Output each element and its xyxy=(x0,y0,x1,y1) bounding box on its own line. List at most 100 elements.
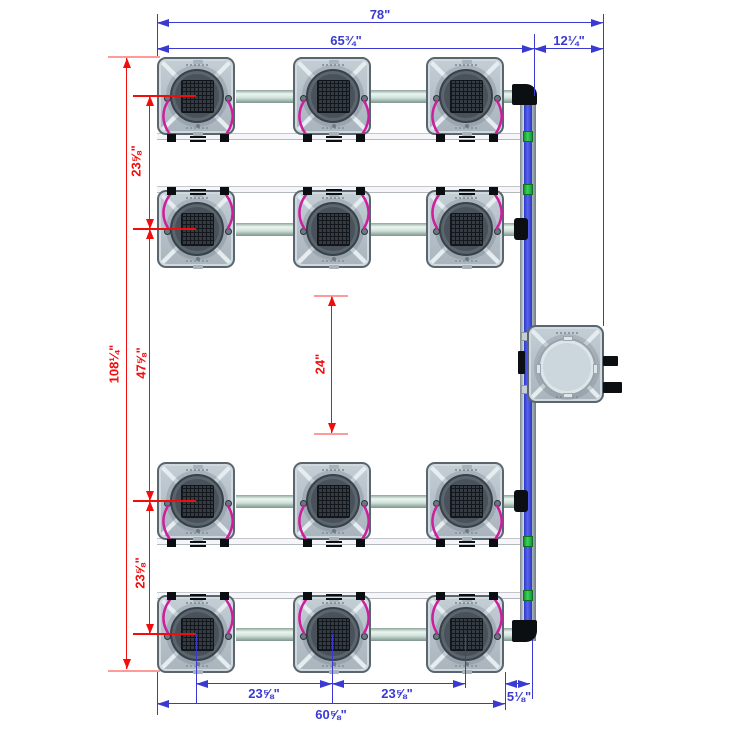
net-pot-mesh xyxy=(450,618,483,651)
rail-clamp xyxy=(326,189,342,191)
reservoir-brand-mark xyxy=(556,332,580,334)
connector-pipe xyxy=(236,223,293,236)
green-tee-fitting xyxy=(523,590,533,601)
pot-lid-notch xyxy=(193,537,203,541)
right-hose xyxy=(490,504,503,545)
net-pot-mesh xyxy=(450,213,483,246)
green-tee-fitting xyxy=(523,536,533,547)
pot-brand-mark xyxy=(186,260,210,262)
pot-brand-mark xyxy=(322,197,346,199)
rail-clamp xyxy=(326,136,342,138)
pot-brand-mark xyxy=(322,127,346,129)
reservoir-lid-tab xyxy=(563,336,573,341)
connector-pipe xyxy=(236,495,293,508)
pot-center-pointer-line xyxy=(133,500,196,502)
right-hose xyxy=(490,189,503,230)
pot-lid-notch xyxy=(329,193,339,197)
pot-foot xyxy=(220,592,229,600)
pot-brand-mark xyxy=(455,532,479,534)
connector-pipe xyxy=(236,90,293,103)
dimension-line xyxy=(534,48,603,49)
reservoir-lid-tab xyxy=(536,364,541,374)
pot-foot xyxy=(436,592,445,600)
rail-clamp xyxy=(459,545,475,547)
pot-screw xyxy=(332,124,336,128)
pot-lid-notch xyxy=(193,670,203,674)
pot-lid-notch xyxy=(462,265,472,269)
left-hose xyxy=(298,189,311,230)
pot-screw xyxy=(332,662,336,666)
rail-clamp xyxy=(190,594,206,596)
dimension-line xyxy=(157,48,534,49)
right-hose xyxy=(221,99,234,140)
dimension-arrow xyxy=(327,423,336,433)
net-pot-mesh xyxy=(317,213,350,246)
elbow-fitting xyxy=(512,84,537,105)
dimension-arrow xyxy=(145,501,154,511)
pot-lid-notch xyxy=(193,265,203,269)
reservoir-lid-tab xyxy=(593,364,598,374)
pot-foot xyxy=(436,187,445,195)
pot-brand-mark xyxy=(186,602,210,604)
right-hose xyxy=(221,594,234,635)
rail-clamp xyxy=(326,541,342,543)
dimension-line xyxy=(157,703,505,704)
dimension-line xyxy=(505,683,530,684)
pot-brand-mark xyxy=(186,197,210,199)
pot-brand-mark xyxy=(186,532,210,534)
rail-clamp xyxy=(459,140,475,142)
pot-lid-notch xyxy=(462,60,472,64)
hose-pair xyxy=(431,99,503,140)
hose-pair xyxy=(298,99,370,140)
green-tee-fitting xyxy=(523,184,533,195)
pot-brand-mark xyxy=(322,64,346,66)
pot-foot xyxy=(489,134,498,142)
pot-foot xyxy=(489,539,498,547)
grow-pot xyxy=(426,187,504,269)
pot-brand-mark xyxy=(322,469,346,471)
pot-screw xyxy=(465,124,469,128)
hose-pair xyxy=(298,189,370,230)
pot-lid-notch xyxy=(193,60,203,64)
dimension-arrow xyxy=(157,44,169,53)
dim-overall-width-label: 78" xyxy=(369,7,391,22)
dimension-arrow xyxy=(157,699,169,708)
rail-clamp xyxy=(459,598,475,600)
pot-lid-notch xyxy=(193,598,203,602)
pot-foot xyxy=(489,592,498,600)
pot-lid-notch xyxy=(329,60,339,64)
reservoir-port-fitting xyxy=(603,356,618,366)
rail-clamp xyxy=(190,545,206,547)
pot-foot xyxy=(167,539,176,547)
connector-pipe xyxy=(236,628,293,641)
dim-col-spacing-1-2-label: 23⅝" xyxy=(248,686,280,701)
pot-lid-notch xyxy=(329,598,339,602)
extension-line xyxy=(157,671,158,715)
dim-col-spacing-2-3-label: 23⅝" xyxy=(381,686,413,701)
grow-pot xyxy=(293,57,371,142)
pot-foot xyxy=(220,134,229,142)
left-hose xyxy=(431,189,444,230)
pot-foot xyxy=(303,187,312,195)
connector-pipe xyxy=(371,495,427,508)
dimension-line xyxy=(157,22,603,23)
extension-tick xyxy=(108,56,160,58)
connector-pipe xyxy=(371,223,427,236)
pot-screw xyxy=(465,257,469,261)
pot-lid-notch xyxy=(329,132,339,136)
pot-lid-notch xyxy=(329,670,339,674)
extension-line xyxy=(603,14,604,326)
net-pot-mesh xyxy=(181,213,214,246)
right-hose xyxy=(490,99,503,140)
pot-center-pointer-line xyxy=(133,95,196,97)
dim-walkway-label: 24" xyxy=(312,353,328,375)
reservoir-control-unit xyxy=(527,325,622,403)
pot-foot xyxy=(356,187,365,195)
pot-brand-mark xyxy=(455,64,479,66)
grow-pot xyxy=(293,462,371,547)
extension-line xyxy=(505,672,506,710)
rail-clamp xyxy=(459,136,475,138)
pot-center-pointer-line xyxy=(133,228,196,230)
right-hose xyxy=(357,99,370,140)
